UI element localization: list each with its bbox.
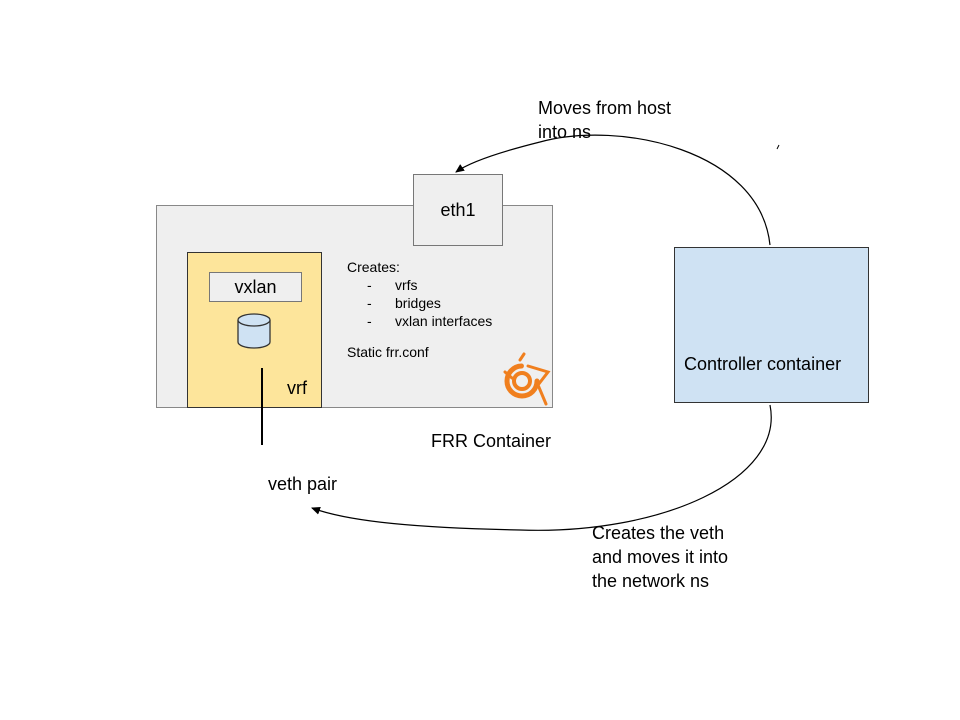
- vxlan-label: vxlan: [234, 276, 277, 297]
- moves-line-1: Moves from host: [538, 98, 672, 118]
- database-cylinder-icon: [237, 313, 271, 349]
- creates-veth-arrow: [311, 404, 772, 531]
- vrf-label: vrf: [287, 378, 307, 398]
- creates-list: vrfs bridges vxlan interfaces: [347, 276, 492, 330]
- static-conf-label: Static frr.conf: [347, 344, 429, 360]
- veth-pair-label: veth pair: [268, 474, 338, 494]
- moves-line-2: into ns: [538, 122, 592, 142]
- frr-container-label: FRR Container: [431, 431, 552, 451]
- creates-block: Creates: vrfs bridges vxlan interfaces: [347, 258, 492, 330]
- creates-veth-line-3: the network ns: [592, 571, 710, 591]
- controller-container-label: Controller container: [684, 354, 842, 374]
- creates-veth-line-1: Creates the veth: [592, 523, 725, 543]
- eth1-box: eth1: [413, 174, 503, 246]
- eth1-label: eth1: [440, 199, 476, 220]
- creates-heading: Creates:: [347, 259, 400, 275]
- vxlan-box: vxlan: [209, 272, 302, 302]
- moves-from-host-label: Moves from host into ns: [538, 96, 671, 144]
- creates-veth-label: Creates the veth and moves it into the n…: [592, 521, 728, 593]
- controller-container-box: Controller container: [674, 247, 869, 403]
- frr-logo-icon: [503, 352, 551, 406]
- creates-item-vxlan-interfaces: vxlan interfaces: [347, 312, 492, 330]
- creates-item-vrfs: vrfs: [347, 276, 492, 294]
- moves-arrow: [455, 134, 771, 246]
- creates-veth-line-2: and moves it into: [592, 547, 729, 567]
- stray-mark: [776, 144, 780, 150]
- creates-item-bridges: bridges: [347, 294, 492, 312]
